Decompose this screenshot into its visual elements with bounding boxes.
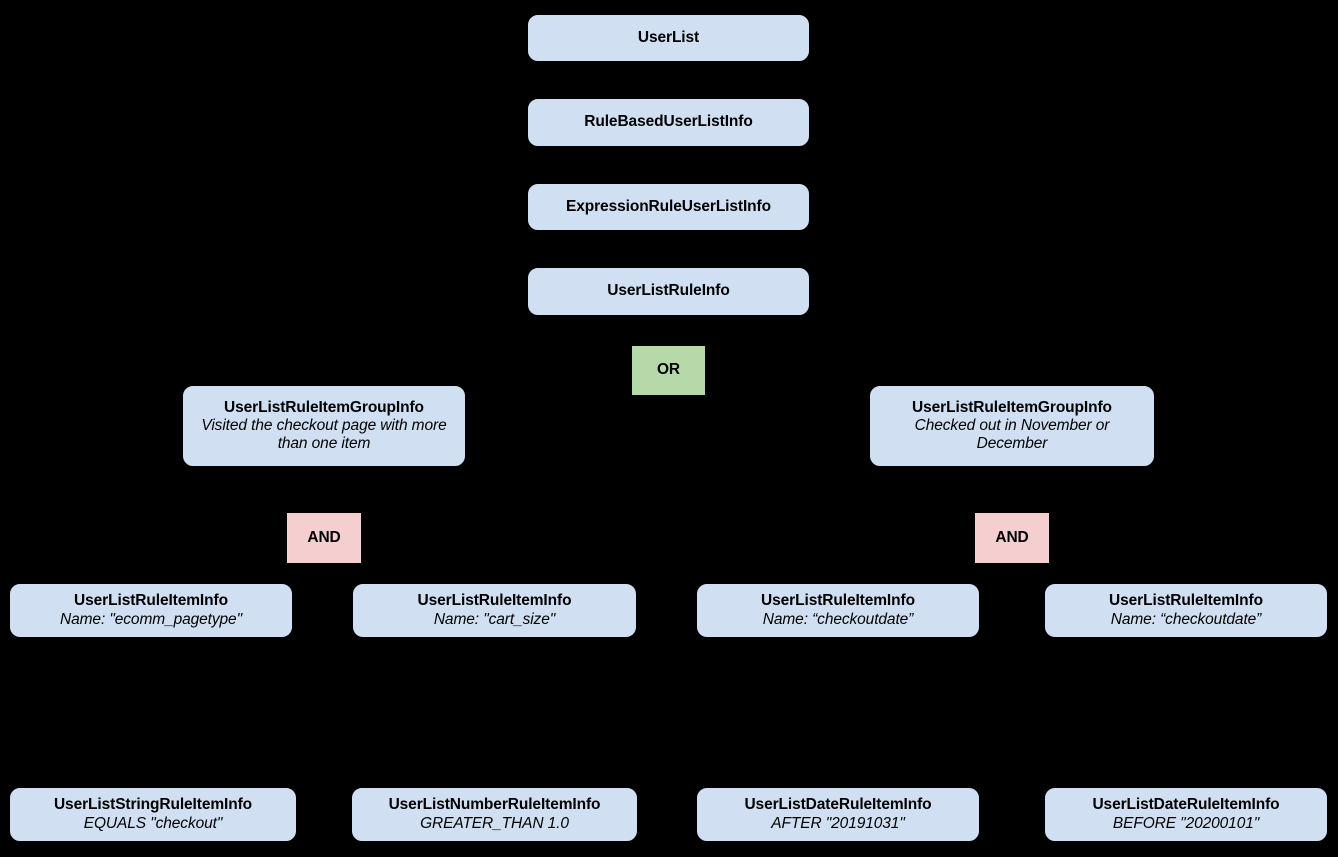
- node-title: UserListRuleItemInfo: [761, 592, 915, 610]
- node-title: UserListStringRuleItemInfo: [53, 796, 253, 814]
- node-title: UserListRuleInfo: [607, 282, 730, 300]
- node-leaf-date-before[interactable]: UserListDateRuleItemInfo BEFORE "2020010…: [1044, 787, 1328, 842]
- node-leaf-string-equals[interactable]: UserListStringRuleItemInfo EQUALS "check…: [9, 787, 297, 842]
- operator-label: OR: [656, 361, 681, 379]
- node-and-operator-left[interactable]: AND: [286, 512, 362, 564]
- node-subtitle: Name: “checkoutdate”: [1110, 610, 1262, 628]
- node-subtitle: Name: "cart_size": [433, 610, 556, 628]
- node-group-left[interactable]: UserListRuleItemGroupInfo Visited the ch…: [182, 385, 466, 467]
- node-subtitle: Name: "ecomm_pagetype": [60, 610, 242, 628]
- node-user-list[interactable]: UserList: [527, 14, 810, 62]
- node-title: UserListRuleItemInfo: [1109, 592, 1263, 610]
- node-title: UserList: [637, 28, 700, 46]
- node-title: UserListRuleItemGroupInfo: [912, 398, 1112, 416]
- node-rule-based-user-list-info[interactable]: RuleBasedUserListInfo: [527, 98, 810, 147]
- node-group-right[interactable]: UserListRuleItemGroupInfo Checked out in…: [869, 385, 1155, 467]
- node-item-checkoutdate-after[interactable]: UserListRuleItemInfo Name: “checkoutdate…: [696, 583, 980, 638]
- node-user-list-rule-info[interactable]: UserListRuleInfo: [527, 267, 810, 316]
- node-title: UserListDateRuleItemInfo: [1092, 796, 1280, 814]
- node-subtitle: Name: “checkoutdate”: [762, 610, 914, 628]
- node-subtitle: Visited the checkout page with more than…: [201, 416, 447, 453]
- node-item-ecomm-pagetype[interactable]: UserListRuleItemInfo Name: "ecomm_pagety…: [9, 583, 293, 638]
- node-title: RuleBasedUserListInfo: [584, 113, 753, 131]
- node-item-checkoutdate-before[interactable]: UserListRuleItemInfo Name: “checkoutdate…: [1044, 583, 1328, 638]
- operator-label: AND: [995, 528, 1029, 546]
- operator-label: AND: [307, 528, 341, 546]
- node-item-cart-size[interactable]: UserListRuleItemInfo Name: "cart_size": [352, 583, 637, 638]
- node-title: UserListRuleItemInfo: [417, 592, 572, 610]
- node-title: ExpressionRuleUserListInfo: [566, 197, 771, 215]
- node-expression-rule-user-list-info[interactable]: ExpressionRuleUserListInfo: [527, 183, 810, 231]
- node-leaf-date-after[interactable]: UserListDateRuleItemInfo AFTER "20191031…: [696, 787, 980, 842]
- node-title: UserListNumberRuleItemInfo: [388, 796, 601, 814]
- node-subtitle: GREATER_THAN 1.0: [420, 814, 569, 832]
- node-leaf-number-greater-than[interactable]: UserListNumberRuleItemInfo GREATER_THAN …: [351, 787, 638, 842]
- node-or-operator[interactable]: OR: [631, 345, 706, 396]
- node-subtitle: Checked out in November or December: [914, 416, 1110, 453]
- node-title: UserListRuleItemGroupInfo: [224, 398, 424, 416]
- node-and-operator-right[interactable]: AND: [974, 512, 1050, 564]
- node-title: UserListRuleItemInfo: [74, 592, 228, 610]
- node-subtitle: EQUALS "checkout": [83, 814, 223, 832]
- node-subtitle: AFTER "20191031": [771, 814, 905, 832]
- node-subtitle: BEFORE "20200101": [1112, 814, 1260, 832]
- node-title: UserListDateRuleItemInfo: [744, 796, 932, 814]
